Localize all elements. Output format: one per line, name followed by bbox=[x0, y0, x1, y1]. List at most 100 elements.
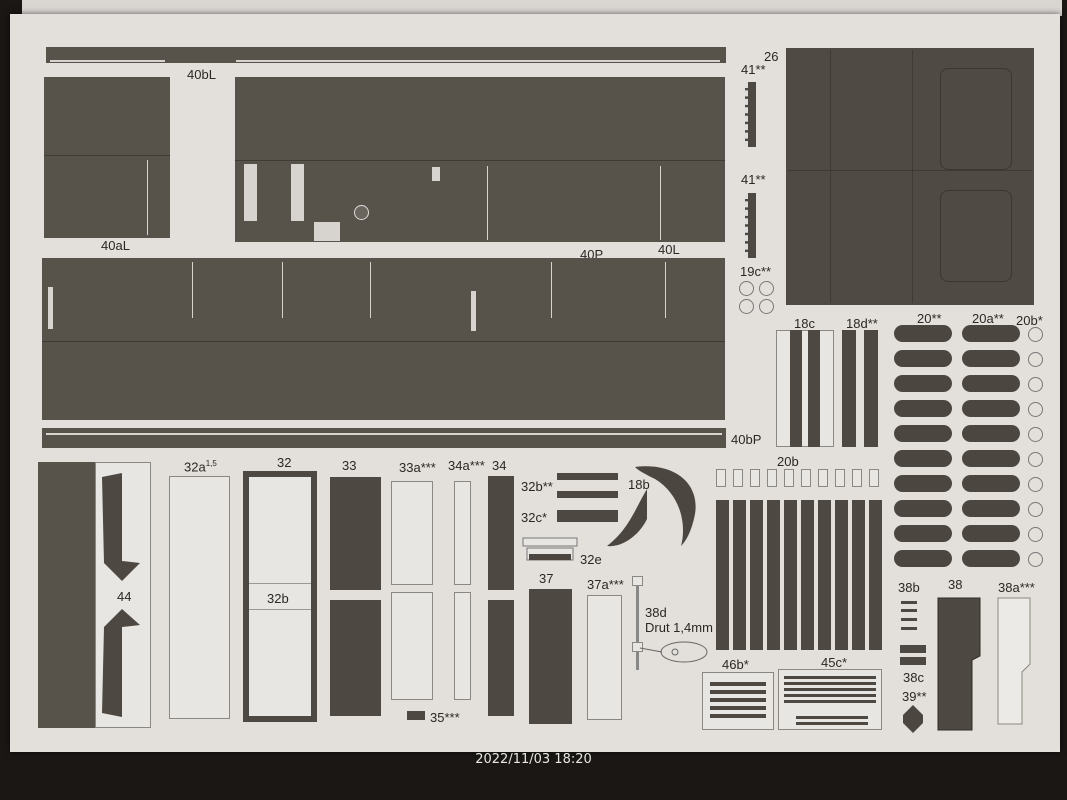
part-20a-pill bbox=[962, 375, 1020, 392]
part-20-pill bbox=[894, 550, 952, 567]
part-20b-strip bbox=[733, 500, 746, 650]
part-20b-disc bbox=[1028, 377, 1043, 392]
part-20b-tab bbox=[716, 469, 726, 487]
part-20b-tab bbox=[801, 469, 811, 487]
strip-line bbox=[46, 433, 722, 435]
label-20: 20** bbox=[917, 311, 942, 326]
fold-line bbox=[665, 262, 666, 318]
window-cutout bbox=[48, 287, 53, 329]
part-18b-crescent bbox=[607, 466, 696, 547]
panel-line bbox=[830, 50, 831, 303]
part-38d-ellipse bbox=[639, 641, 708, 663]
fold-line bbox=[370, 262, 371, 318]
strip-line bbox=[50, 60, 165, 62]
part-33a-upper bbox=[391, 481, 433, 585]
label-40aL: 40aL bbox=[101, 238, 130, 253]
panel-line bbox=[940, 68, 1012, 170]
label-34a: 34a*** bbox=[448, 458, 485, 473]
label-44: 44 bbox=[117, 589, 132, 604]
label-32: 32 bbox=[277, 455, 292, 470]
part-20b-disc bbox=[1028, 477, 1043, 492]
part-32-inner bbox=[249, 477, 311, 716]
part-20b-disc bbox=[1028, 352, 1043, 367]
grille-bar bbox=[710, 698, 766, 702]
fold-line bbox=[235, 160, 725, 161]
part-38b bbox=[901, 618, 917, 621]
grille-bar bbox=[784, 700, 876, 703]
part-44-arrow-up bbox=[102, 609, 140, 717]
part-38c bbox=[900, 645, 926, 653]
part-20-pill bbox=[894, 525, 952, 542]
part-20-pill bbox=[894, 475, 952, 492]
fold-line bbox=[249, 583, 311, 584]
label-19c: 19c** bbox=[740, 264, 772, 279]
label-35: 35*** bbox=[430, 710, 460, 725]
part-20b-strip bbox=[750, 500, 763, 650]
part-20-pill bbox=[894, 375, 952, 392]
part-20b-tab bbox=[733, 469, 743, 487]
part-40L-panel bbox=[235, 77, 725, 242]
part-32b-strip bbox=[557, 491, 618, 498]
part-20b-strip bbox=[801, 500, 814, 650]
label-38b: 38b bbox=[898, 580, 920, 595]
part-20a-pill bbox=[962, 475, 1020, 492]
grille-bar bbox=[784, 694, 876, 697]
part-19c-disc bbox=[759, 299, 774, 314]
part-41-tab bbox=[745, 193, 756, 258]
label-41-bottom: 41** bbox=[741, 172, 766, 187]
part-32c-strip bbox=[557, 510, 618, 522]
part-19c-disc bbox=[739, 299, 754, 314]
part-20b-tab bbox=[869, 469, 879, 487]
part-20b-disc bbox=[1028, 452, 1043, 467]
panel-line bbox=[788, 170, 1032, 171]
part-roof-panel bbox=[786, 48, 1034, 305]
part-32e bbox=[522, 537, 578, 561]
grille-bar bbox=[710, 682, 766, 686]
part-38d-clip bbox=[632, 642, 643, 652]
part-20b-strip bbox=[784, 500, 797, 650]
label-20a: 20a** bbox=[972, 311, 1004, 326]
round-hatch bbox=[354, 205, 369, 220]
label-20b-top: 20b* bbox=[1016, 313, 1043, 328]
grille-bar bbox=[796, 722, 868, 725]
part-38b bbox=[901, 601, 917, 604]
part-40aL-panel bbox=[44, 77, 170, 238]
grille-bar bbox=[710, 714, 766, 718]
label-40bP: 40bP bbox=[731, 432, 762, 447]
grille-bar bbox=[796, 716, 868, 719]
part-32a bbox=[169, 476, 230, 719]
part-20b-strip bbox=[835, 500, 848, 650]
part-41-tab bbox=[745, 82, 756, 147]
part-20b-tab bbox=[767, 469, 777, 487]
part-38b bbox=[901, 627, 917, 630]
part-19c-disc bbox=[739, 281, 754, 296]
part-45c-grille bbox=[778, 669, 882, 730]
label-33: 33 bbox=[342, 458, 357, 473]
part-20b-strip bbox=[716, 500, 729, 650]
label-40P: 40P bbox=[580, 247, 604, 262]
window-cutout bbox=[471, 291, 476, 331]
part-35 bbox=[407, 711, 425, 720]
part-32b-strip bbox=[557, 473, 618, 480]
part-20-pill bbox=[894, 350, 952, 367]
part-38d-clip bbox=[632, 576, 643, 586]
strip-line bbox=[236, 60, 720, 62]
part-20b-disc bbox=[1028, 427, 1043, 442]
window-cutout bbox=[432, 167, 440, 181]
fold-line bbox=[282, 262, 283, 318]
part-20b-tab bbox=[750, 469, 760, 487]
part-20-pill bbox=[894, 500, 952, 517]
part-20b-strip bbox=[869, 500, 882, 650]
grille-bar bbox=[784, 682, 876, 685]
part-33-lower bbox=[330, 600, 381, 716]
fold-line bbox=[551, 262, 552, 318]
part-38c bbox=[900, 657, 926, 665]
label-38d-note: Drut 1,4mm bbox=[645, 620, 713, 635]
label-32b: 32b bbox=[267, 591, 289, 606]
part-40bP-strip bbox=[42, 428, 726, 448]
part-37 bbox=[529, 589, 572, 724]
part-40bL-strip bbox=[46, 47, 726, 63]
part-34a-lower bbox=[454, 592, 471, 700]
grille-bar bbox=[710, 690, 766, 694]
label-40bL: 40bL bbox=[187, 67, 216, 82]
